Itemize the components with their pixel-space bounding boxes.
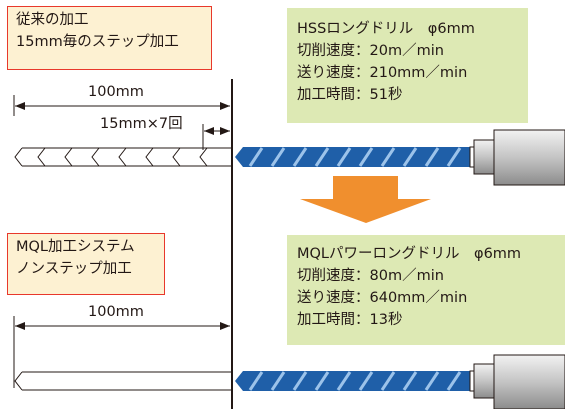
conventional-spec-box: HSSロングドリル φ6mm 切削速度：20m／min 送り速度：210mm／m… <box>287 8 528 123</box>
mql-dimension-100mm <box>13 316 230 388</box>
conventional-drill-name: HSSロングドリル φ6mm <box>297 21 475 37</box>
conventional-step-hole <box>14 147 232 167</box>
conventional-length-label: 100mm <box>88 84 144 100</box>
mql-cutting-speed: 切削速度：80m／min <box>297 268 444 284</box>
conventional-title-line2: 15mm毎のステップ加工 <box>16 34 179 50</box>
mql-drill-name: MQLパワーロングドリル φ6mm <box>297 246 522 262</box>
conventional-dimension-100mm <box>13 95 230 116</box>
mql-length-label: 100mm <box>88 304 144 320</box>
conventional-dimension-step <box>202 124 230 150</box>
conventional-drill <box>235 129 565 186</box>
mql-hole <box>14 371 232 391</box>
mql-title-line1: MQL加工システム <box>16 239 135 255</box>
conventional-title-line1: 従来の加工 <box>16 12 89 28</box>
conventional-cutting-speed: 切削速度：20m／min <box>297 43 444 59</box>
mql-feed-speed: 送り速度：640mm／min <box>297 290 468 306</box>
conventional-step-label: 15mm×7回 <box>100 116 183 132</box>
mql-drill <box>235 354 565 409</box>
mql-title-box: MQL加工システム ノンステップ加工 <box>7 233 165 295</box>
conventional-feed-speed: 送り速度：210mm／min <box>297 65 468 81</box>
mql-title-line2: ノンステップ加工 <box>16 261 132 277</box>
mql-spec-box: MQLパワーロングドリル φ6mm 切削速度：80m／min 送り速度：640m… <box>287 235 565 345</box>
conventional-machining-time: 加工時間：51秒 <box>297 87 403 103</box>
conventional-title-box: 従来の加工 15mm毎のステップ加工 <box>7 6 212 70</box>
comparison-arrow <box>300 176 431 223</box>
mql-machining-time: 加工時間：13秒 <box>297 312 403 328</box>
